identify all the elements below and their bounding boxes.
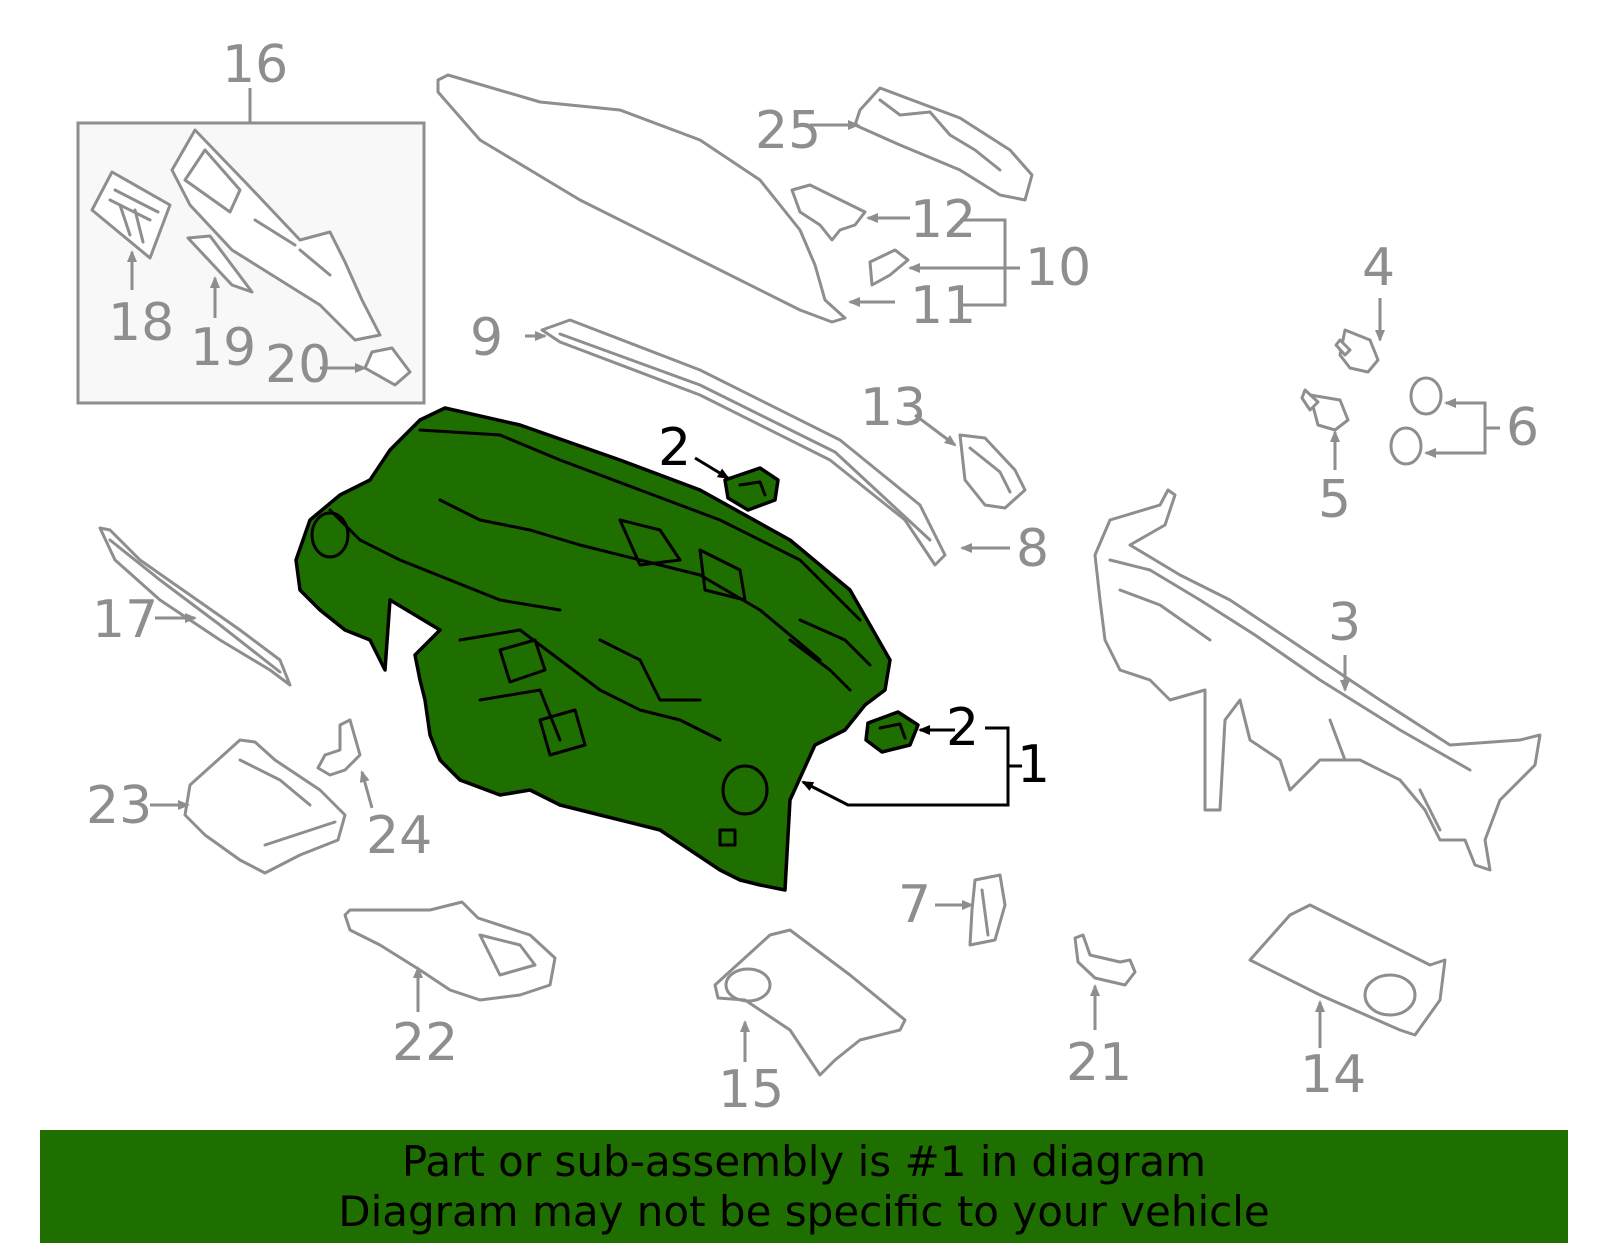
callout-6: 6 — [1506, 398, 1539, 458]
callout-4: 4 — [1362, 238, 1395, 298]
part-12-bracket[interactable] — [790, 183, 910, 242]
part-3-cross-car-beam[interactable] — [1093, 488, 1542, 872]
leader-1 — [801, 726, 1022, 807]
part-23-duct[interactable] — [150, 738, 347, 875]
callout-23: 23 — [86, 776, 152, 836]
part-2-clip-upper[interactable] — [694, 456, 780, 512]
callout-24: 24 — [366, 806, 432, 866]
part-7-clip[interactable] — [935, 873, 1007, 947]
part-4-bolt[interactable] — [1334, 298, 1385, 374]
callout-2-upper: 2 — [658, 418, 691, 478]
part-18-vent[interactable] — [90, 170, 172, 290]
callout-21: 21 — [1066, 1033, 1132, 1093]
part-22-lower-panel[interactable] — [343, 900, 557, 1012]
part-2-clip-lower[interactable] — [864, 710, 955, 754]
callout-19: 19 — [190, 318, 256, 378]
callout-labels: 1 2 2 3 4 5 6 7 8 9 10 11 12 13 14 15 16… — [86, 35, 1539, 1120]
info-banner: Part or sub-assembly is #1 in diagram Di… — [40, 1130, 1568, 1243]
part-21-bracket[interactable] — [1073, 933, 1137, 1030]
banner-line-1: Part or sub-assembly is #1 in diagram — [401, 1136, 1207, 1186]
callout-2-lower: 2 — [946, 698, 979, 758]
callout-25: 25 — [755, 101, 821, 161]
part-1-instrument-panel[interactable] — [294, 406, 892, 892]
part-14-glove-box[interactable] — [1248, 903, 1447, 1048]
callout-1: 1 — [1017, 735, 1050, 795]
callout-13: 13 — [860, 378, 926, 438]
part-9-8-defroster-strip[interactable] — [525, 318, 1010, 567]
part-upper-cover[interactable] — [436, 73, 847, 324]
callout-11: 11 — [910, 276, 976, 336]
banner-line-2: Diagram may not be specific to your vehi… — [338, 1186, 1270, 1236]
callout-16: 16 — [222, 35, 288, 95]
part-20-clip[interactable] — [320, 346, 412, 387]
callout-3: 3 — [1328, 593, 1361, 653]
callout-10: 10 — [1025, 238, 1091, 298]
part-19-trim-strip[interactable] — [186, 234, 254, 318]
callout-5: 5 — [1318, 470, 1351, 530]
callout-9: 9 — [470, 308, 503, 368]
part-11-clip[interactable] — [868, 248, 1020, 287]
callout-12: 12 — [910, 190, 976, 250]
callout-14: 14 — [1300, 1045, 1366, 1105]
callout-18: 18 — [108, 293, 174, 353]
callout-20: 20 — [265, 335, 331, 395]
callout-22: 22 — [392, 1013, 458, 1073]
leader-11 — [848, 218, 1007, 307]
part-15-side-panel[interactable] — [713, 928, 907, 1077]
callout-15: 15 — [718, 1060, 784, 1120]
part-24-bracket[interactable] — [316, 718, 374, 809]
part-5-bolt[interactable] — [1300, 388, 1350, 470]
part-17-trim-strip[interactable] — [98, 526, 292, 687]
part-16-bezel-panel[interactable] — [170, 128, 382, 342]
part-13-trim[interactable] — [914, 413, 1027, 510]
callout-17: 17 — [92, 590, 158, 650]
callout-8: 8 — [1016, 519, 1049, 579]
part-25-bracket[interactable] — [810, 86, 1034, 202]
callout-7: 7 — [898, 875, 931, 935]
part-6-caps[interactable] — [1389, 376, 1500, 466]
